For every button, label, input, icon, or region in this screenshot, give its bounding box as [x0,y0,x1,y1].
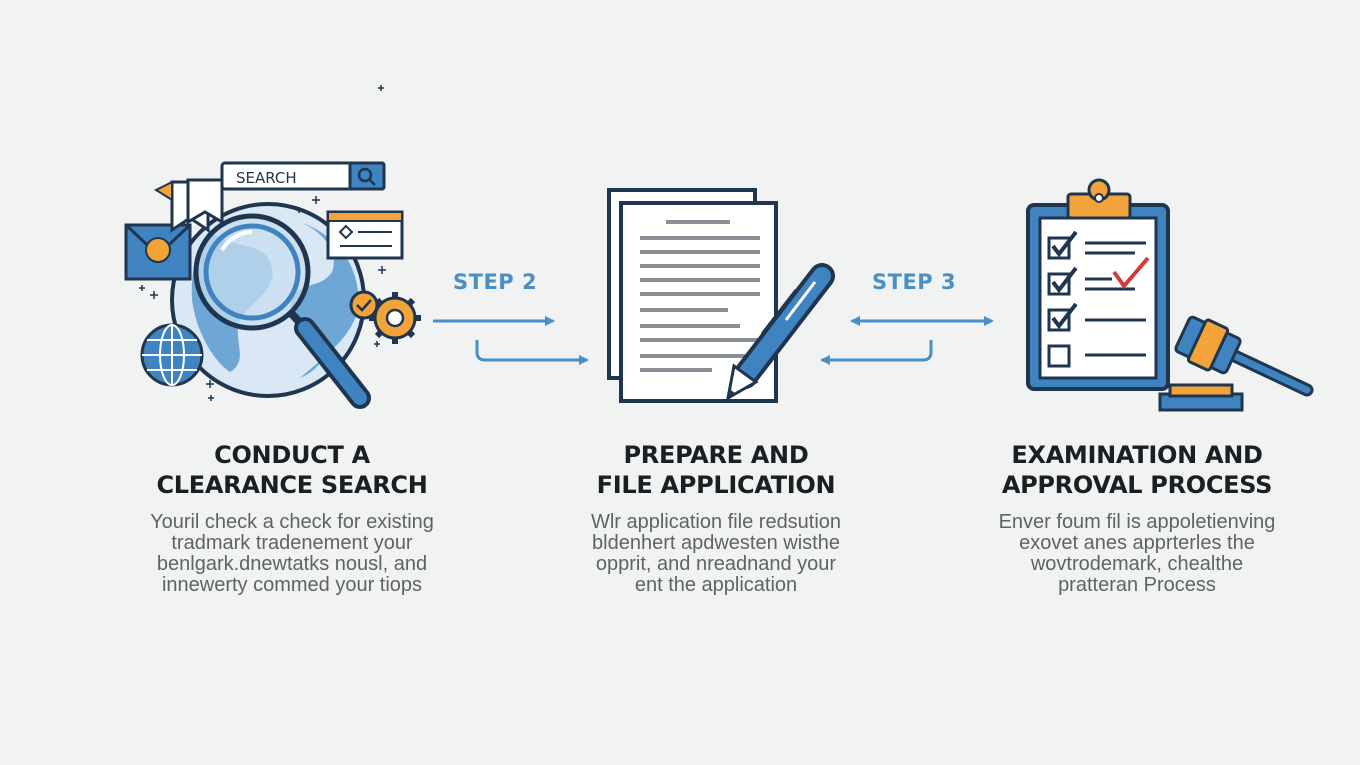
sparkle-decorations [139,85,386,401]
flag-icon [153,178,224,233]
step-1-column: CONDUCT A CLEARANCE SEARCH Youril check … [112,440,472,596]
step-2-label: STEP 2 [453,270,538,294]
connector-step-2 [433,316,589,365]
approval-illustration [1026,178,1314,412]
search-bar-label: SEARCH [236,169,297,187]
step-2-column: PREPARE AND FILE APPLICATION Wlr applica… [536,440,896,596]
step-1-description: Youril check a check for existing tradma… [150,511,434,596]
document-icon [607,188,778,403]
step-3-column: EXAMINATION AND APPROVAL PROCESS Enver f… [957,440,1317,596]
gavel-icon [1158,315,1314,412]
magnifier-icon [193,213,371,409]
step-2-title: PREPARE AND FILE APPLICATION [596,441,836,499]
application-illustration [607,188,835,403]
step-3-title: EXAMINATION AND APPROVAL PROCESS [1001,441,1273,499]
browser-window-icon [326,210,404,260]
checkbox-icon [1047,230,1150,368]
step-3-label: STEP 3 [872,270,957,294]
search-bar: SEARCH [220,161,386,191]
pen-icon [725,263,835,401]
gear-icon [349,290,421,344]
small-globe-icon [140,323,204,387]
envelope-icon [124,223,192,281]
clearance-search-illustration: SEARCH [124,85,421,409]
connector-step-3 [820,316,994,365]
step-3-description: Enver foum fil is appoletienving exovet … [998,511,1276,596]
step-2-description: Wlr application file redsution bldenhert… [590,511,842,596]
step-1-title: CONDUCT A CLEARANCE SEARCH [156,441,428,499]
search-icon [357,167,376,186]
